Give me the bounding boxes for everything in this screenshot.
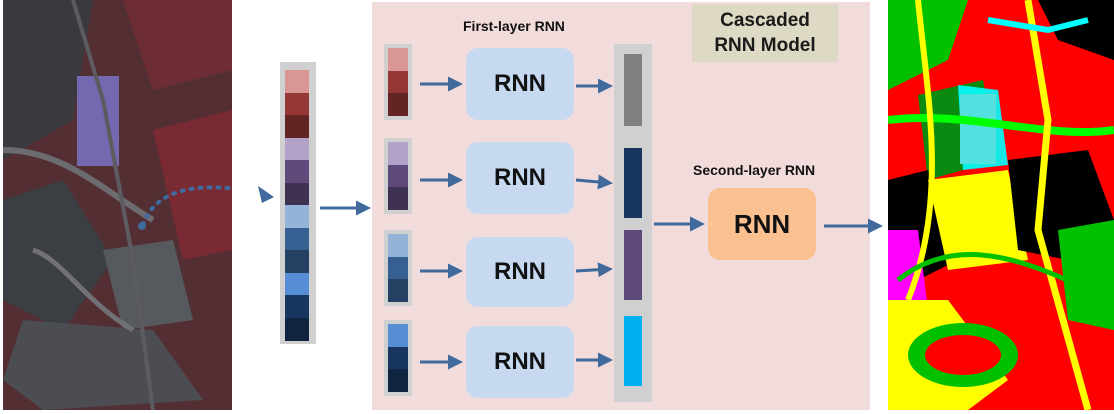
group-strip-2: [384, 138, 412, 214]
group-4-band-3: [388, 369, 408, 392]
group-strip-1: [384, 44, 412, 120]
group-3-band-2: [388, 256, 408, 280]
spectral-band-2: [285, 92, 309, 116]
group-3-band-3: [388, 279, 408, 302]
spectral-band-1: [285, 70, 309, 93]
model-title: Cascaded RNN Model: [692, 4, 838, 62]
spectral-band-5: [285, 160, 309, 183]
rnn-node-4: RNN: [466, 326, 574, 398]
spectral-band-6: [285, 182, 309, 206]
group-strip-4: [384, 320, 412, 396]
feature-column: [614, 44, 652, 402]
group-2-band-1: [388, 142, 408, 165]
group-3-band-1: [388, 234, 408, 257]
group-4-band-2: [388, 346, 408, 370]
group-2-band-2: [388, 164, 408, 188]
input-image: [3, 0, 232, 410]
group-4-band-1: [388, 324, 408, 347]
rnn-second-layer: RNN: [708, 188, 816, 260]
spectral-band-4: [285, 137, 309, 161]
rnn-node-1: RNN: [466, 48, 574, 120]
rnn-node-3: RNN: [466, 237, 574, 307]
spectral-band-11: [285, 295, 309, 318]
spectral-band-9: [285, 250, 309, 273]
rnn-node-2: RNN: [466, 142, 574, 214]
classification-map: [888, 0, 1114, 410]
spectral-band-3: [285, 115, 309, 138]
spectral-vector: [280, 62, 316, 344]
feature-bar-3: [624, 230, 642, 300]
feature-bar-4: [624, 316, 642, 386]
spectral-band-8: [285, 227, 309, 251]
spectral-band-7: [285, 205, 309, 228]
group-strip-3: [384, 230, 412, 306]
spectral-band-12: [285, 317, 309, 341]
first-layer-label: First-layer RNN: [463, 18, 565, 34]
group-2-band-3: [388, 187, 408, 210]
group-1-band-1: [388, 48, 408, 71]
group-1-band-3: [388, 93, 408, 116]
feature-bar-2: [624, 148, 642, 218]
group-1-band-2: [388, 70, 408, 94]
feature-bar-1: [624, 54, 642, 126]
spectral-band-10: [285, 272, 309, 296]
second-layer-label: Second-layer RNN: [693, 162, 816, 178]
